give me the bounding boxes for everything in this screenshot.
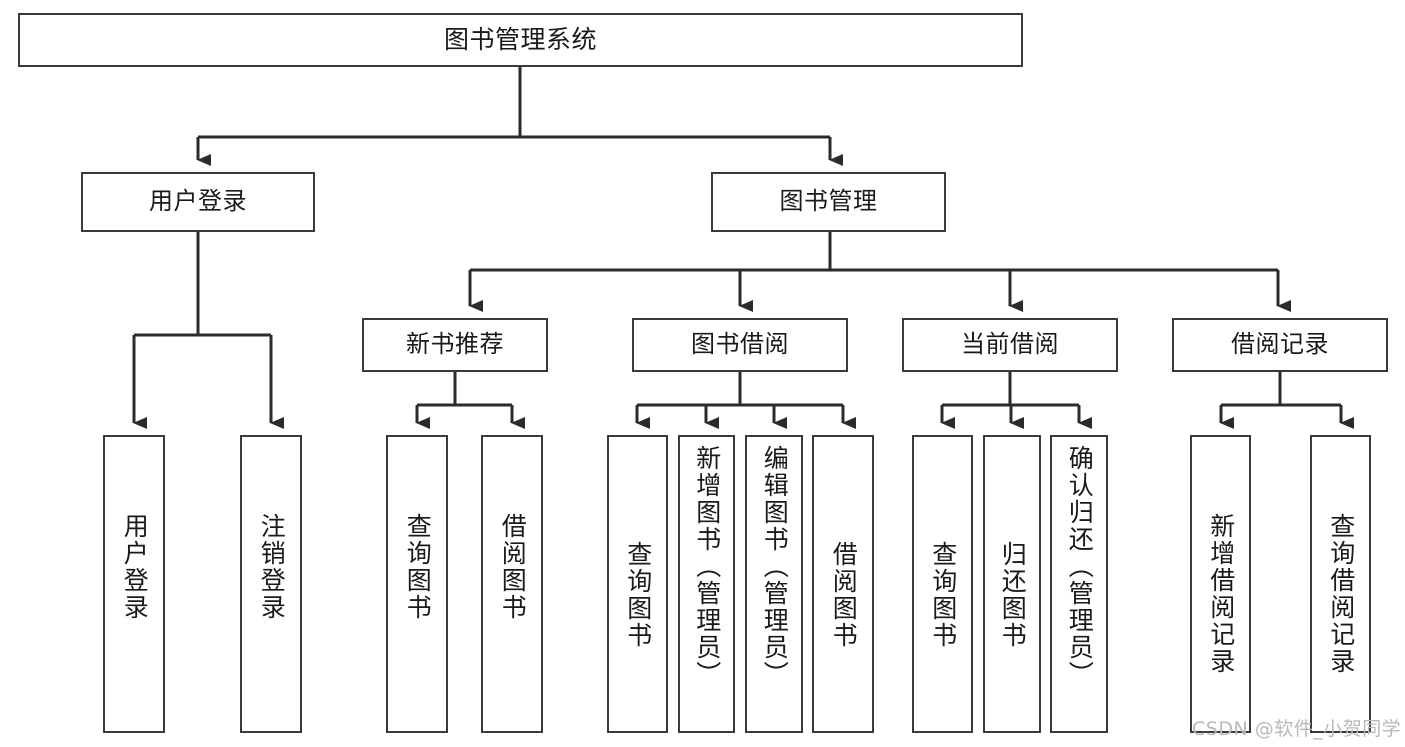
node-label: 借阅记录 — [1231, 330, 1329, 359]
node-new-book-recommend[interactable]: 新书推荐 — [362, 318, 548, 372]
node-leaf-query-book-recommend[interactable]: 查询图书 — [386, 435, 448, 733]
node-leaf-query-book-borrow[interactable]: 查询图书 — [607, 435, 668, 733]
node-label: 归还图书 — [998, 541, 1028, 649]
node-borrow-record[interactable]: 借阅记录 — [1172, 318, 1388, 372]
node-leaf-return-book[interactable]: 归还图书 — [983, 435, 1041, 733]
node-label: 新增借阅记录 — [1206, 513, 1236, 675]
node-book-borrow[interactable]: 图书借阅 — [632, 318, 848, 372]
node-leaf-query-book-current[interactable]: 查询图书 — [912, 435, 973, 733]
csdn-watermark: CSDN @软件_小贺同学 — [1192, 718, 1402, 740]
node-leaf-borrow-book-recommend[interactable]: 借阅图书 — [481, 435, 543, 733]
node-label: 用户登录 — [149, 187, 247, 216]
node-label: 图书借阅 — [691, 330, 789, 359]
node-label: 新书推荐 — [406, 330, 504, 359]
node-label: 借阅图书 — [498, 513, 528, 621]
node-label: 注销登录 — [257, 513, 287, 621]
node-current-borrow[interactable]: 当前借阅 — [902, 318, 1118, 372]
node-book-management-system[interactable]: 图书管理系统 — [18, 13, 1023, 67]
node-label: 当前借阅 — [961, 330, 1059, 359]
node-leaf-add-book-admin[interactable]: 新增图书（管理员） — [678, 435, 735, 733]
node-label: 查询借阅记录 — [1326, 513, 1356, 675]
node-label: 查询图书 — [403, 513, 433, 621]
node-label: 确认归还（管理员） — [1065, 445, 1095, 688]
node-label: 编辑图书（管理员） — [760, 445, 790, 688]
node-label: 图书管理系统 — [443, 24, 597, 54]
node-leaf-edit-book-admin[interactable]: 编辑图书（管理员） — [745, 435, 803, 733]
node-label: 用户登录 — [120, 513, 150, 621]
node-label: 借阅图书 — [829, 541, 859, 649]
node-leaf-add-borrow-record[interactable]: 新增借阅记录 — [1190, 435, 1251, 733]
node-leaf-query-borrow-record[interactable]: 查询借阅记录 — [1310, 435, 1371, 733]
node-leaf-borrow-book-borrow[interactable]: 借阅图书 — [812, 435, 874, 733]
node-label: 查询图书 — [623, 541, 653, 649]
node-leaf-logout[interactable]: 注销登录 — [240, 435, 302, 733]
node-label: 新增图书（管理员） — [692, 445, 722, 688]
node-leaf-user-login[interactable]: 用户登录 — [103, 435, 165, 733]
node-label: 查询图书 — [928, 541, 958, 649]
node-user-login[interactable]: 用户登录 — [81, 172, 315, 232]
node-book-manage[interactable]: 图书管理 — [711, 172, 946, 232]
node-label: 图书管理 — [779, 187, 878, 216]
node-leaf-confirm-return-admin[interactable]: 确认归还（管理员） — [1050, 435, 1108, 733]
